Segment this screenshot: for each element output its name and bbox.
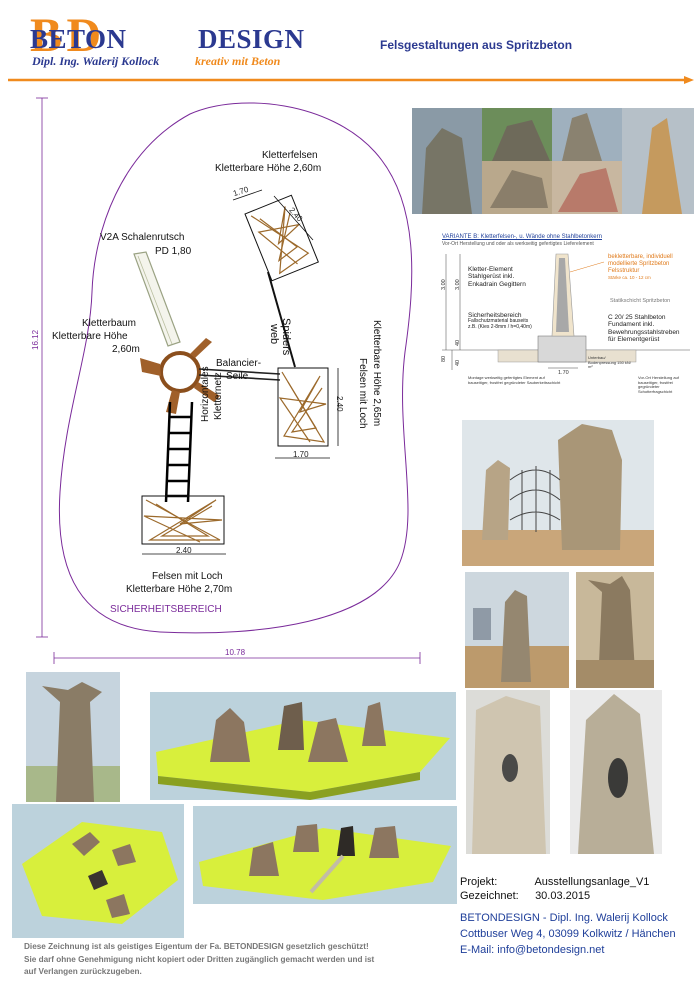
company-logo: B D BETON DESIGN Dipl. Ing. Walerij Koll… bbox=[30, 8, 305, 72]
site-plan: Kletterfelsen Kletterbare Höhe 2,60m V2A… bbox=[30, 92, 430, 667]
copyright-line-3: auf Verlangen zurückzugeben. bbox=[24, 967, 142, 976]
section-label-fund-3: Bewehrungsstahlstreben bbox=[608, 328, 680, 336]
dim-bottom: 2.40 bbox=[176, 546, 192, 555]
page-title: Felsgestaltungen aus Spritzbeton bbox=[380, 38, 573, 52]
project-row: Projekt: Ausstellungsanlage_V1 bbox=[460, 876, 694, 890]
label-felsen-right: Felsen mit Loch bbox=[357, 358, 368, 429]
logo-subtitle-right: kreativ mit Beton bbox=[195, 54, 281, 68]
label-sicherheitsbereich: SICHERHEITSBEREICH bbox=[110, 604, 222, 615]
logo-beton: BETON bbox=[30, 24, 127, 54]
photo-tree-trunk-right bbox=[576, 572, 654, 688]
label-felsen-right-height: Kletterbare Höhe 2,65m bbox=[371, 320, 382, 427]
site-plan-drawing bbox=[36, 97, 421, 664]
section-dim-170: 1.70 bbox=[558, 370, 569, 376]
section-dim-40-b: 40 bbox=[455, 359, 461, 366]
section-label-safety-3: z.B. (Kies 2-8mm / h=0,40m) bbox=[468, 324, 532, 331]
label-balancier: Balancier- bbox=[216, 358, 262, 369]
company-email[interactable]: E-Mail: info@betondesign.net bbox=[460, 944, 605, 956]
section-label-element-2: Stahlgerüst inkl. bbox=[468, 273, 515, 281]
section-dim-300-b: 3.00 bbox=[455, 279, 461, 290]
photo-tree-trunk-left bbox=[465, 572, 569, 688]
photo-collage-playgrounds bbox=[412, 108, 694, 214]
copyright-line-1: Diese Zeichnung ist als geistiges Eigent… bbox=[24, 942, 369, 951]
section-label-safety-1: Sicherheitsbereich bbox=[468, 312, 522, 319]
photo-rock-hole-right bbox=[570, 690, 662, 854]
section-label-fund-2: Fundament inkl. bbox=[608, 321, 655, 329]
company-street: Cottbuser Weg 4, 03099 Kolkwitz / Hänche… bbox=[460, 928, 676, 940]
label-kletternetz: Kletternetz bbox=[213, 372, 224, 420]
copyright-line-2: Sie darf ohne Genehmigung nicht kopiert … bbox=[24, 954, 375, 964]
section-foot-left: Montage werkseitig gefertigtes Element a… bbox=[468, 375, 561, 385]
section-foot-right: Vor-Ort Herstellung auf bauseitiger, fro… bbox=[638, 375, 679, 394]
dim-total-width: 10.78 bbox=[225, 648, 246, 657]
section-label-safety-2: Fallschutzmaterial bauseits bbox=[468, 318, 529, 325]
section-subtitle: Vor-Ort Herstellung und oder als werksei… bbox=[442, 241, 594, 247]
label-kletterbaum-title: Kletterbaum bbox=[82, 318, 136, 329]
render-playground-perspective-2 bbox=[193, 806, 457, 904]
section-label-element-1: Kletter-Element bbox=[468, 266, 513, 273]
label-rutsche-title: V2A Schalenrutsch bbox=[100, 232, 185, 243]
company-address: BETONDESIGN - Dipl. Ing. Walerij Kollock… bbox=[460, 910, 696, 958]
section-label-fund-1: C 20/ 25 Stahlbeton bbox=[608, 314, 666, 321]
section-label-orange: bekletterbare, individuell modellierte S… bbox=[608, 254, 673, 280]
label-netz: Horizontales bbox=[200, 366, 211, 422]
section-dim-40-a: 40 bbox=[455, 339, 461, 346]
dim-right-b: 1.70 bbox=[293, 450, 309, 459]
label-felsen-bottom: Felsen mit Loch bbox=[152, 571, 223, 582]
section-label-orange-4: Stärke ca. 10 - 12 cm bbox=[608, 274, 651, 280]
section-label-element: Kletter-Element Stahlgerüst inkl. Enkadr… bbox=[468, 266, 526, 288]
drawn-value: 30.03.2015 bbox=[535, 890, 591, 902]
dim-total-height: 16.12 bbox=[31, 329, 40, 350]
section-label-orange-3: Felsstruktur bbox=[608, 267, 640, 274]
photo-rock-hole-left bbox=[466, 690, 550, 854]
section-foot-mid: Unterbau/ Bodenpressung 150 kN/ m² bbox=[588, 355, 631, 370]
logo-subtitle-left: Dipl. Ing. Walerij Kollock bbox=[32, 54, 160, 68]
project-key: Projekt: bbox=[460, 876, 498, 888]
drawn-key: Gezeichnet: bbox=[460, 890, 519, 902]
section-label-safety: Sicherheitsbereich Fallschutzmaterial ba… bbox=[468, 312, 532, 331]
section-label-fund-4: für Elementgerüst bbox=[608, 336, 660, 344]
label-web: web bbox=[268, 324, 280, 345]
dim-right-a: 2.40 bbox=[335, 396, 344, 412]
section-label-orange-2: modellierte Spritzbeton bbox=[608, 260, 670, 267]
logo-design: DESIGN bbox=[198, 24, 305, 54]
company-name: BETONDESIGN - Dipl. Ing. Walerij Kollock bbox=[460, 912, 668, 924]
label-kletterbaum-height-value: 2,60m bbox=[112, 344, 140, 355]
photo-tree-trunk-sculpture bbox=[26, 672, 120, 802]
section-title: VARIANTE B: Kletterfelsen-, u. Wände ohn… bbox=[442, 234, 602, 240]
section-dim-300-a: 3.00 bbox=[441, 279, 447, 290]
header-arrow-rule bbox=[8, 76, 694, 84]
label-felsen-bottom-height: Kletterbare Höhe 2,70m bbox=[126, 584, 233, 595]
logo-letter-b: B bbox=[30, 9, 63, 62]
project-info: Projekt: Ausstellungsanlage_V1 Gezeichne… bbox=[460, 876, 694, 904]
copyright-notice: Diese Zeichnung ist als geistiges Eigent… bbox=[24, 941, 444, 979]
photo-climbing-rocks-net bbox=[462, 420, 654, 566]
section-label-schicht: Statikschicht Spritzbeton bbox=[610, 298, 671, 304]
section-detail: VARIANTE B: Kletterfelsen-, u. Wände ohn… bbox=[438, 232, 694, 394]
label-kletterbaum-height: Kletterbare Höhe bbox=[52, 331, 128, 342]
label-kletterfelsen-title: Kletterfelsen bbox=[262, 150, 318, 161]
label-seile: Seile bbox=[226, 371, 249, 382]
section-label-fundament: C 20/ 25 Stahlbeton Fundament inkl. Bewe… bbox=[608, 314, 680, 344]
logo-letter-d: D bbox=[66, 9, 102, 62]
drawn-row: Gezeichnet: 30.03.2015 bbox=[460, 890, 694, 904]
section-drawing bbox=[442, 253, 690, 370]
section-dim-80: 80 bbox=[441, 355, 447, 362]
section-label-orange-1: bekletterbare, individuell bbox=[608, 254, 673, 260]
render-playground-top-view bbox=[12, 804, 184, 938]
label-rutsche-pd: PD 1,80 bbox=[155, 246, 192, 257]
section-label-element-3: Enkadrain Gegittern bbox=[468, 280, 526, 288]
label-spiders: Spiders bbox=[280, 318, 292, 356]
render-playground-perspective-1 bbox=[150, 692, 456, 800]
label-kletterfelsen-height: Kletterbare Höhe 2,60m bbox=[215, 163, 322, 174]
project-value: Ausstellungsanlage_V1 bbox=[534, 876, 650, 888]
